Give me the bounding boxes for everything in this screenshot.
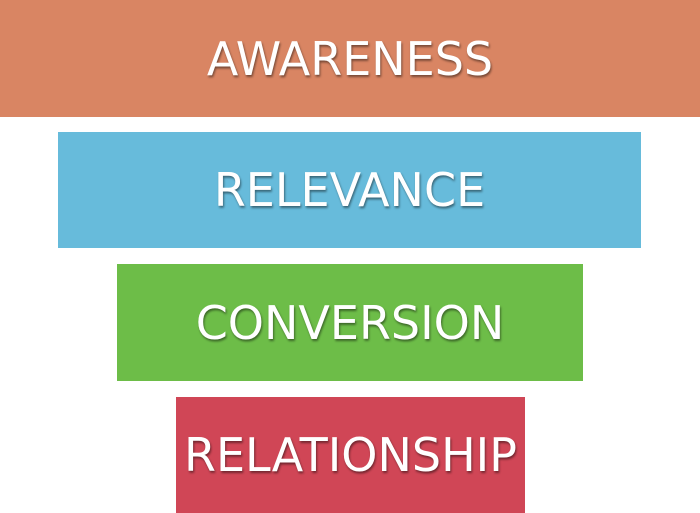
tier-label: RELATIONSHIP xyxy=(184,428,517,482)
funnel-tier-awareness: AWARENESS xyxy=(0,0,700,117)
funnel-tier-relationship: RELATIONSHIP xyxy=(176,397,525,513)
tier-label: AWARENESS xyxy=(206,31,494,86)
funnel-tier-conversion: CONVERSION xyxy=(117,264,583,381)
tier-label: CONVERSION xyxy=(195,295,505,350)
funnel-tier-relevance: RELEVANCE xyxy=(58,132,641,248)
tier-label: RELEVANCE xyxy=(213,163,486,217)
